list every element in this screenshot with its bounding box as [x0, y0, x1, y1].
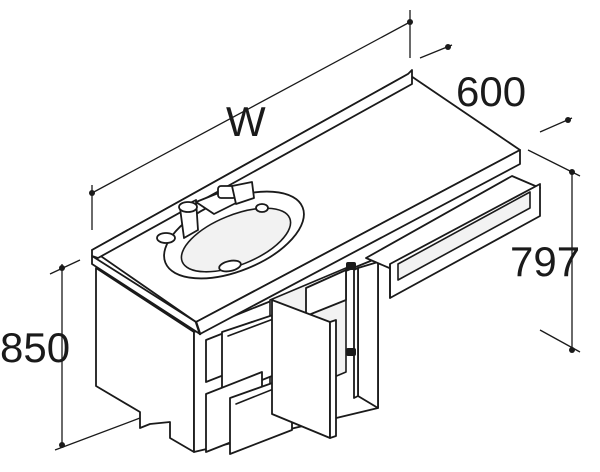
dimension-depth: [419, 44, 573, 133]
faucet-icon: [156, 181, 269, 244]
door-center-left: [271, 299, 337, 439]
label-depth: 600: [456, 68, 526, 115]
label-counter-height: 797: [510, 238, 580, 285]
label-width: W: [226, 98, 266, 145]
door-center-right: [346, 261, 379, 409]
drawer-upper-left: [205, 311, 283, 397]
dimension-total-height: [49, 259, 141, 451]
dimension-counter-height: [527, 149, 581, 353]
drawer-right: [365, 175, 541, 299]
hinge-icon: [346, 262, 356, 270]
drain-icon: [218, 259, 242, 273]
label-total-height: 850: [0, 324, 70, 371]
dimension-width: [89, 10, 413, 230]
basin: [163, 190, 305, 280]
hinge-icon: [346, 348, 356, 356]
